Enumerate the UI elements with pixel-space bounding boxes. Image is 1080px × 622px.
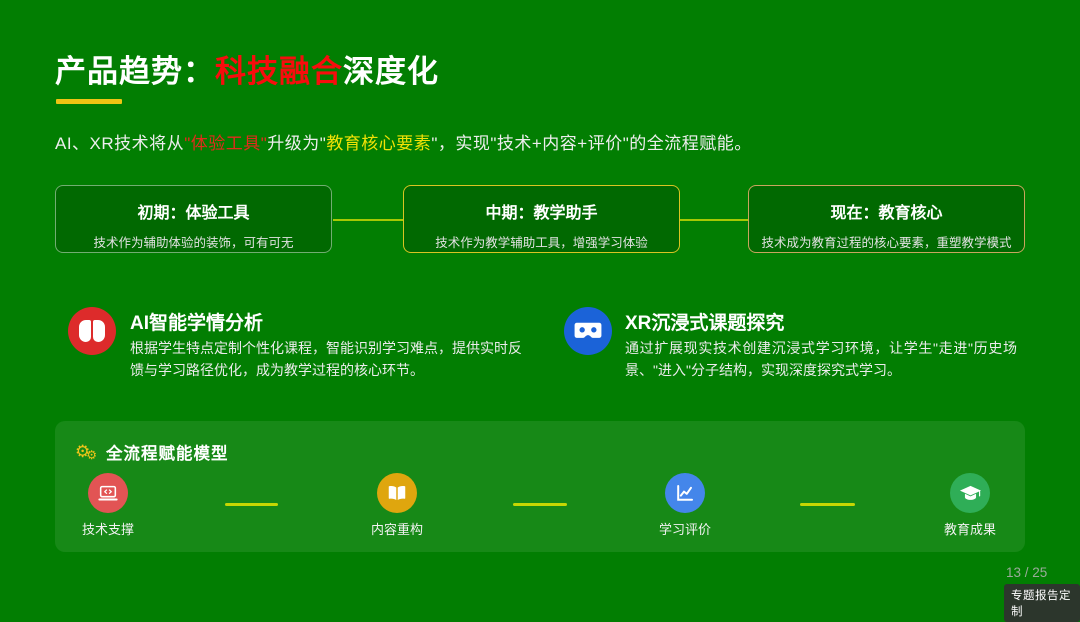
feature-title-xr: XR沉浸式课题探究: [625, 313, 785, 334]
vr-goggles-icon: [564, 307, 612, 355]
timeline-stage-desc: 技术成为教育过程的核心要素，重塑教学模式: [761, 236, 1012, 250]
page-title: 产品趋势：科技融合深度化: [55, 46, 439, 91]
slide: 产品趋势：科技融合深度化 AI、XR技术将从"体验工具"升级为"教育核心要素"，…: [55, 46, 1080, 622]
subtitle: AI、XR技术将从"体验工具"升级为"教育核心要素"，实现"技术+内容+评价"的…: [55, 129, 1035, 154]
step-connector: [513, 503, 567, 506]
step-connector: [800, 503, 855, 506]
timeline-stage-desc: 技术作为辅助体验的装饰，可有可无: [93, 236, 294, 250]
step-label-tech-support: 技术支撑: [81, 522, 134, 537]
panel-header: ⚙⚙ 全流程赋能模型: [75, 440, 229, 464]
timeline-connector: [333, 219, 403, 221]
subtitle-seg-yellow: 教育核心要素: [326, 134, 432, 153]
feature-desc-ai: 根据学生特点定制个性化课程，智能识别学习难点，提供实时反馈与学习路径优化，成为教…: [130, 340, 522, 378]
feature-desc-xr: 通过扩展现实技术创建沉浸式学习环境，让学生"走进"历史场景、"进入"分子结构，实…: [625, 340, 1017, 378]
timeline-stage-mid: 中期：教学助手 技术作为教学辅助工具，增强学习体验: [403, 185, 680, 253]
step-label-content: 内容重构: [370, 522, 423, 537]
subtitle-seg: 升级为": [267, 134, 327, 153]
timeline-stage-title: 初期：体验工具: [137, 205, 250, 222]
timeline-stage-now: 现在：教育核心 技术成为教育过程的核心要素，重塑教学模式: [748, 185, 1025, 253]
watermark-badge[interactable]: 专题报告定制: [1004, 584, 1080, 622]
gears-icon: ⚙⚙: [75, 442, 98, 462]
timeline-connector: [680, 219, 748, 221]
graduation-cap-icon: [950, 473, 990, 513]
brain-icon: [68, 307, 116, 355]
timeline-stage-desc: 技术作为教学辅助工具，增强学习体验: [435, 236, 648, 250]
line-chart-icon: [665, 473, 705, 513]
timeline-stage-title: 中期：教学助手: [485, 205, 598, 222]
step-label-outcome: 教育成果: [943, 522, 996, 537]
panel-title: 全流程赋能模型: [106, 445, 229, 463]
subtitle-seg: "，实现"技术+内容+评价"的全流程赋能。: [431, 134, 752, 153]
subtitle-seg: AI、XR技术将从: [55, 134, 185, 153]
title-prefix: 产品趋势：: [55, 54, 215, 89]
feature-title-ai: AI智能学情分析: [130, 313, 264, 334]
step-connector: [225, 503, 278, 506]
timeline-stage-title: 现在：教育核心: [830, 205, 943, 222]
title-underline: [56, 99, 122, 104]
timeline-stage-early: 初期：体验工具 技术作为辅助体验的装饰，可有可无: [55, 185, 332, 253]
full-process-model-panel: [55, 421, 1025, 552]
page-number: 13 / 25: [1006, 565, 1048, 580]
title-highlight: 科技融合: [215, 54, 343, 89]
step-label-evaluation: 学习评价: [658, 522, 711, 537]
laptop-icon: [88, 473, 128, 513]
title-suffix: 深度化: [343, 54, 439, 89]
open-book-icon: [377, 473, 417, 513]
subtitle-seg-red: "体验工具": [184, 134, 268, 153]
